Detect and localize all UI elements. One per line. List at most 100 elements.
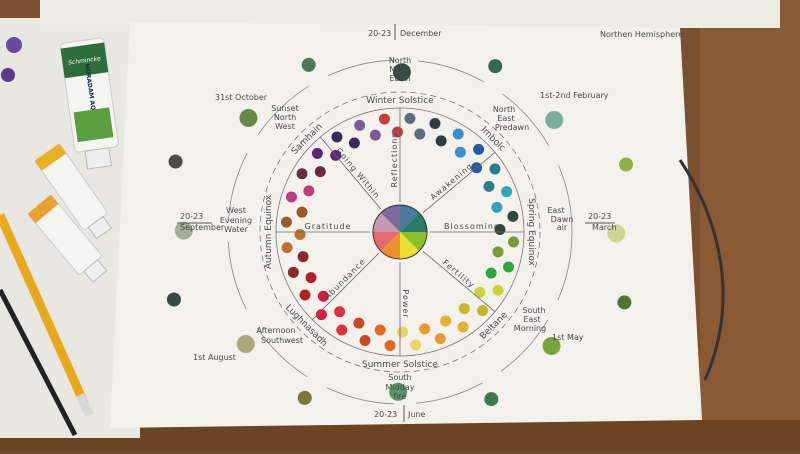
paint-dot xyxy=(334,306,346,318)
direction-west-3: Water xyxy=(224,225,248,234)
outer-paint-dot xyxy=(389,382,408,401)
paint-dot xyxy=(454,146,466,158)
outer-paint-dot xyxy=(297,390,312,405)
paint-dot xyxy=(485,267,497,279)
date-east-month: March xyxy=(592,223,616,232)
outer-paint-dot xyxy=(392,63,411,82)
direction-east-2: Dawn xyxy=(551,215,574,224)
paint-dot xyxy=(348,137,360,149)
date-northeast: 1st-2nd February xyxy=(540,91,609,100)
paint-dot xyxy=(508,236,520,248)
paint-dot xyxy=(429,117,441,129)
paint-dot xyxy=(473,143,485,155)
paint-dot xyxy=(458,303,470,315)
paint-dot xyxy=(491,201,503,213)
paint-tube xyxy=(27,194,108,283)
paint-dot xyxy=(280,216,292,228)
date-east-range: 20-23 xyxy=(588,212,611,221)
paint-dot xyxy=(507,210,519,222)
color-wheel-segment xyxy=(373,212,400,232)
paint-dot xyxy=(452,128,464,140)
direction-se-3: Morning xyxy=(514,324,546,333)
paint-dot xyxy=(483,180,495,192)
paint-dot xyxy=(297,251,309,263)
paint-dot xyxy=(285,191,297,203)
center-color-wheel xyxy=(372,204,428,260)
paint-dot xyxy=(296,206,308,218)
date-north-range: 20-23 xyxy=(368,29,391,38)
paint-dot xyxy=(331,131,343,143)
direction-south-3: fire xyxy=(393,392,406,401)
paint-dot xyxy=(492,246,504,258)
direction-west-1: West xyxy=(226,206,246,215)
spoke-label: Blossoming xyxy=(444,222,500,231)
paint-dot xyxy=(354,119,366,131)
date-southeast: 1st May xyxy=(552,333,584,342)
paint-dot xyxy=(419,323,431,335)
paint-dot xyxy=(305,272,317,284)
paint-dot xyxy=(434,333,446,345)
paint-dot xyxy=(287,266,299,278)
paint-dot xyxy=(317,290,329,302)
color-wheel-segment xyxy=(400,232,427,252)
outer-paint-dot xyxy=(607,224,626,243)
outer-paint-dot xyxy=(174,221,193,240)
outer-paint-dot xyxy=(619,157,634,172)
date-southwest: 1st August xyxy=(193,353,236,362)
color-wheel-segment xyxy=(380,232,400,259)
hemisphere-label: Northen Hemisphere xyxy=(600,30,683,39)
paint-dot xyxy=(492,284,504,296)
paint-tube: Schmincke HORADAM AQUARELL xyxy=(59,37,119,170)
paint-dot xyxy=(440,315,452,327)
paint-dot xyxy=(435,135,447,147)
date-south-range: 20-23 xyxy=(374,410,397,419)
direction-west-2: Evening xyxy=(220,216,252,225)
paint-dot xyxy=(311,147,323,159)
outer-paint-dot xyxy=(617,295,632,310)
sabbat-label: Winter Solstice xyxy=(366,96,434,106)
paint-dot xyxy=(281,242,293,254)
paint-dot xyxy=(396,326,408,338)
paint-dot xyxy=(477,305,489,317)
paint-dot xyxy=(474,286,486,298)
direction-nw-1: Sunset xyxy=(271,104,298,113)
direction-north-3: Earth xyxy=(389,74,410,83)
direction-south-1: South xyxy=(388,373,411,382)
spoke-label: Power xyxy=(401,289,410,318)
wood-plank xyxy=(700,0,800,450)
paint-dot xyxy=(315,309,327,321)
direction-sw-1: Afternoon xyxy=(257,326,296,335)
paint-dot xyxy=(384,340,396,352)
date-south-month: June xyxy=(407,410,426,419)
paint-dot xyxy=(296,168,308,180)
direction-nw-2: North xyxy=(274,113,296,122)
color-wheel-segment xyxy=(400,205,420,232)
brush xyxy=(0,288,78,437)
direction-se-2: East xyxy=(523,315,540,324)
outer-paint-dot xyxy=(301,57,316,72)
direction-north-1: North xyxy=(389,56,411,65)
sabbat-label: Spring Equinox xyxy=(526,198,536,266)
paint-dot xyxy=(359,335,371,347)
spoke-label: Reflections xyxy=(390,133,399,188)
direction-ne-1: North xyxy=(493,105,515,114)
paint-dot xyxy=(414,128,426,140)
direction-ne-2: East xyxy=(497,114,514,123)
direction-south-2: Midday xyxy=(386,383,415,392)
spoke-line xyxy=(319,136,382,210)
paint-dot xyxy=(299,289,311,301)
direction-east-1: East xyxy=(547,206,564,215)
outer-paint-dot xyxy=(484,392,499,407)
color-wheel-segment xyxy=(400,232,420,259)
date-northwest: 31st October xyxy=(215,93,268,102)
color-wheel-segment xyxy=(400,212,427,232)
paint-dot xyxy=(457,321,469,333)
paint-dot xyxy=(404,112,416,124)
spoke-line xyxy=(422,151,496,214)
paint-dot xyxy=(303,185,315,197)
outer-paint-dot xyxy=(168,154,183,169)
paint-dot xyxy=(314,166,326,178)
direction-north-2: Night xyxy=(389,65,411,74)
date-west-range: 20-23 xyxy=(180,212,203,221)
